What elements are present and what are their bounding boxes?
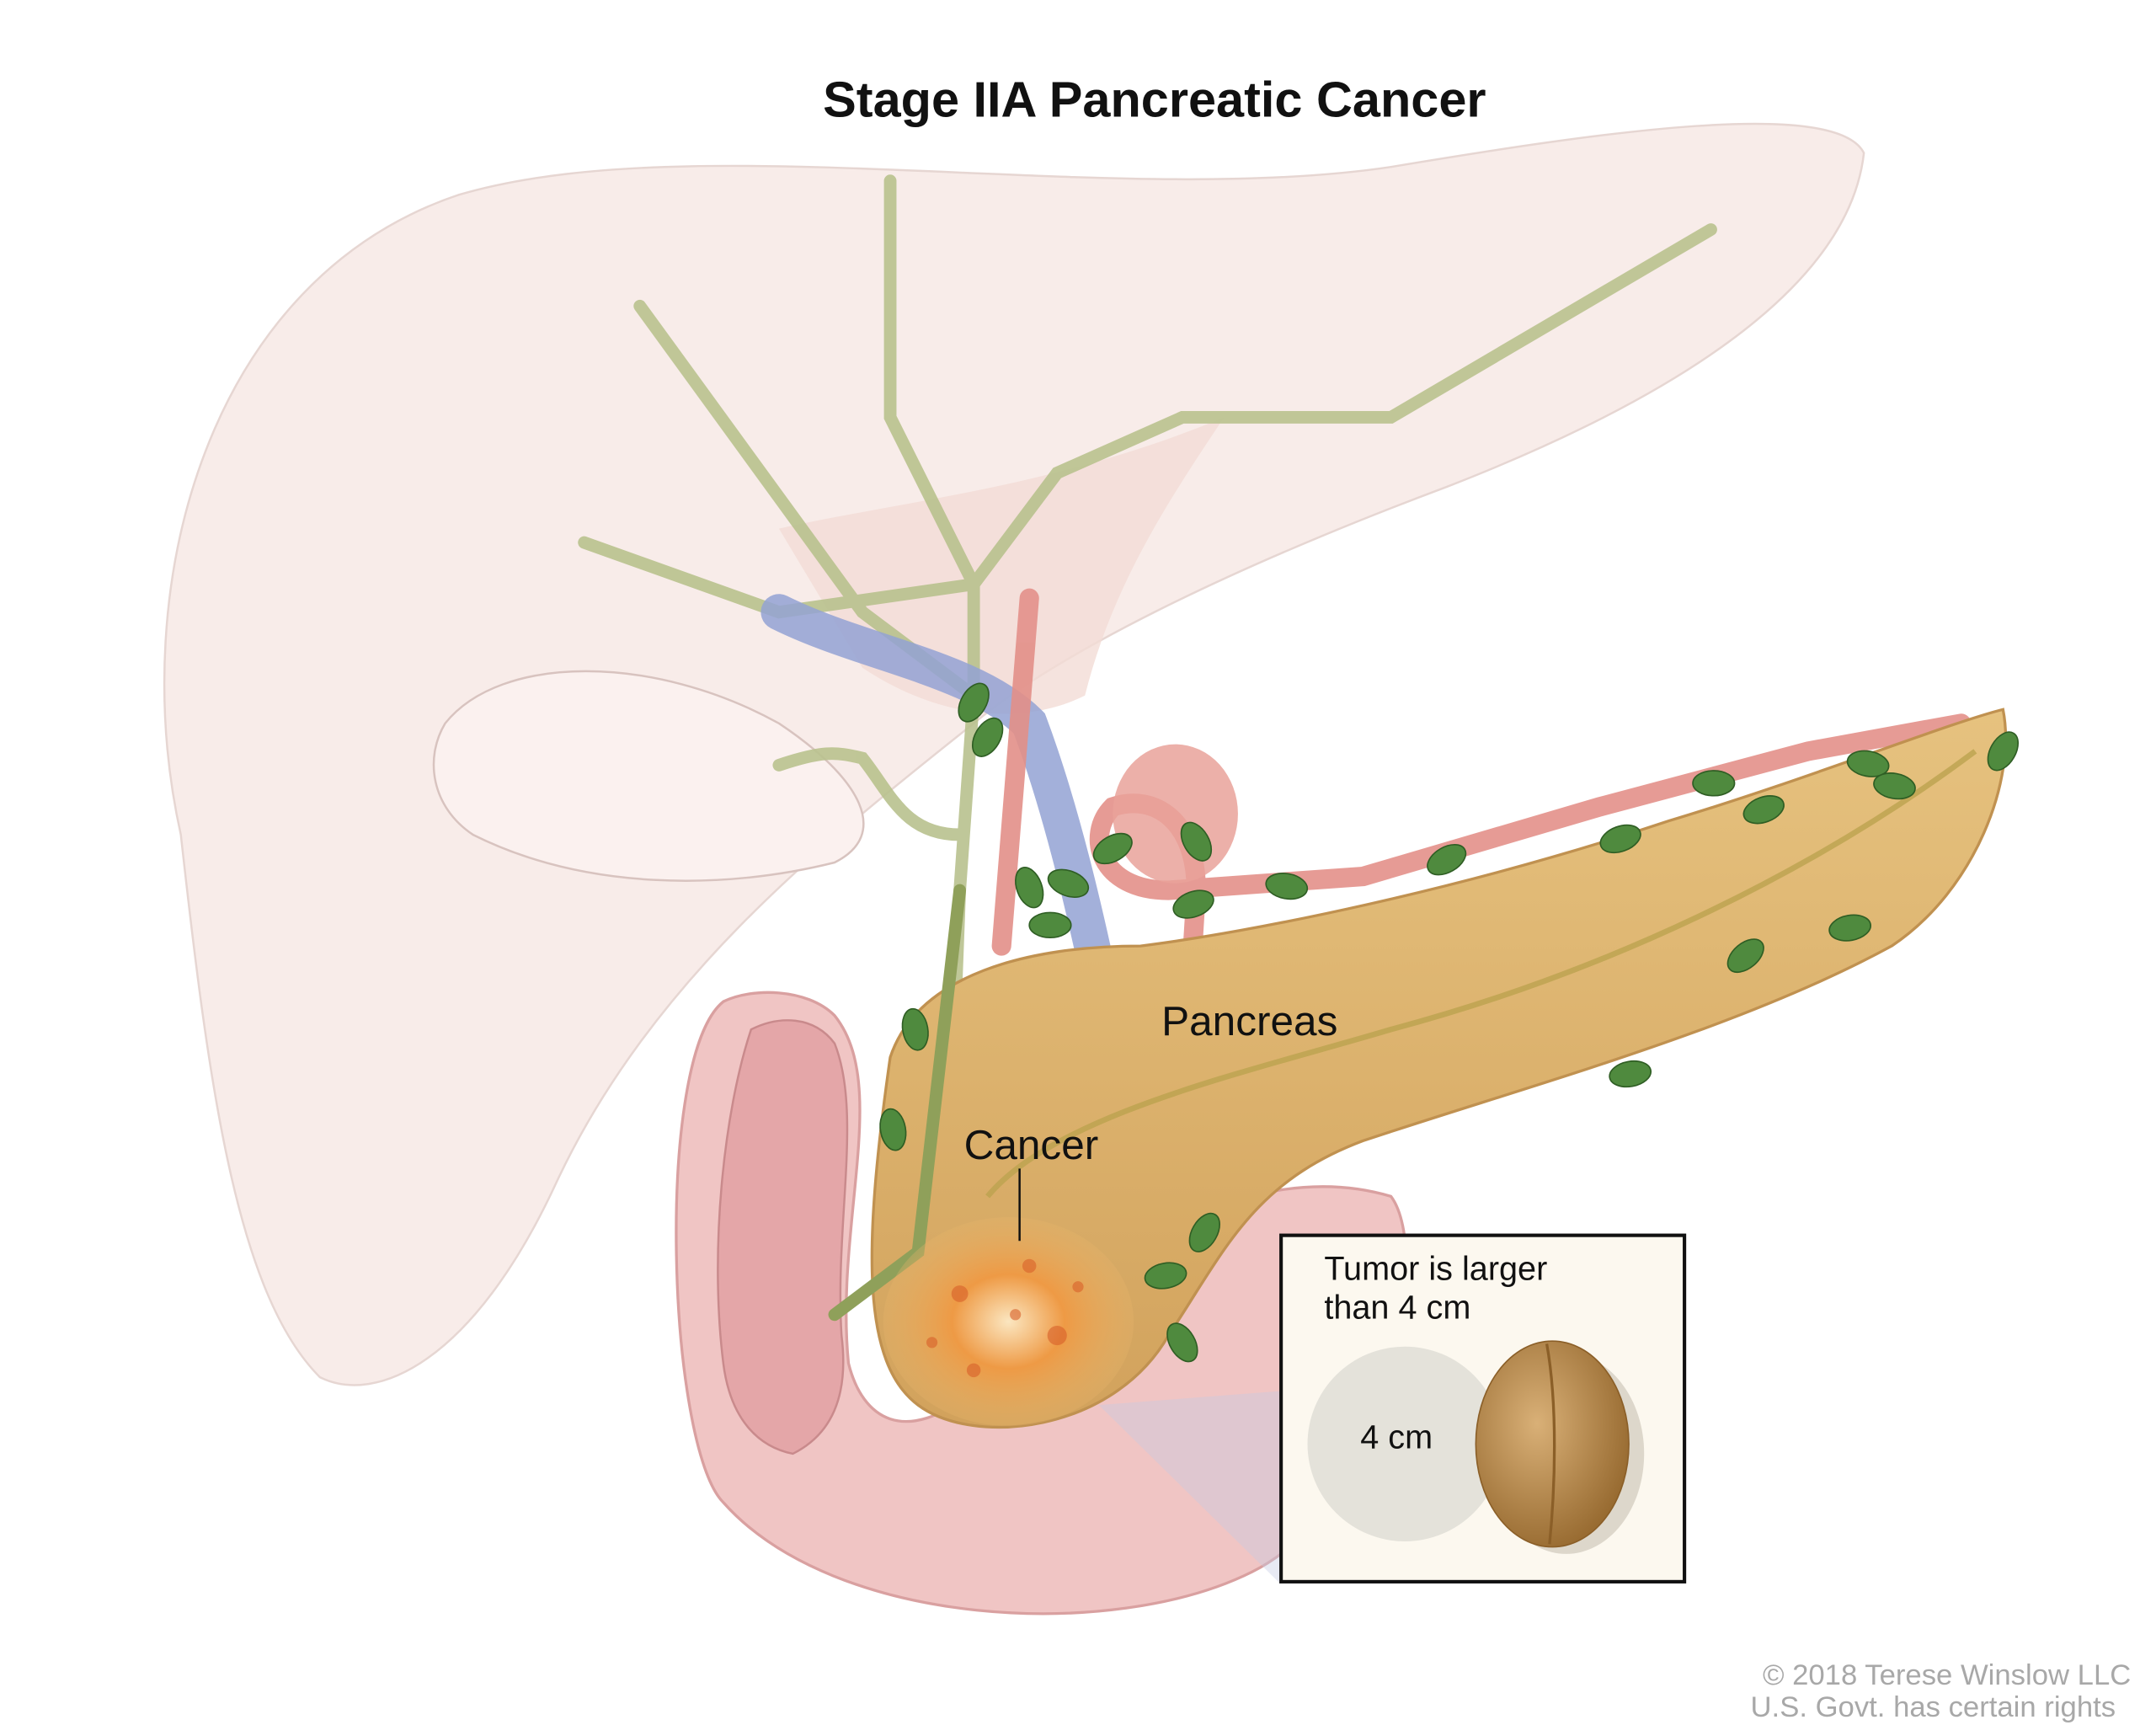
bile-ducts	[578, 174, 1717, 1258]
lymph-node	[1028, 911, 1072, 939]
walnut	[1475, 1340, 1630, 1548]
lymph-node	[1846, 750, 1890, 777]
four-cm-label: 4 cm	[1360, 1418, 1433, 1455]
lymph-node	[1172, 889, 1214, 919]
pancreatic-duct	[985, 749, 1977, 1199]
inset-pointer	[1098, 1391, 1280, 1583]
lymph-node	[1166, 1322, 1198, 1363]
tumor	[883, 1217, 1134, 1426]
stomach	[432, 670, 865, 882]
lymph-node	[1742, 795, 1785, 825]
lymph-node	[1427, 844, 1467, 876]
copyright-line2: U.S. Govt. has certain rights	[1751, 1691, 2116, 1723]
aorta-top	[1113, 744, 1238, 884]
liver	[163, 122, 1865, 1386]
lymph-node	[1987, 731, 2020, 772]
lymph-node	[1188, 1212, 1220, 1252]
lymph-node	[1047, 868, 1090, 898]
pancreas	[870, 708, 2008, 1429]
size-comparison-inset: Tumor is larger than 4 cm 4 cm	[1279, 1233, 1687, 1583]
lymph-node	[1692, 770, 1736, 797]
page-title: Stage IIA Pancreatic Cancer	[823, 72, 1486, 128]
label-pancreas: Pancreas	[1161, 998, 1337, 1044]
four-cm-circle	[1307, 1346, 1502, 1541]
lymph-node	[1609, 1060, 1652, 1088]
inset-caption-line2: than 4 cm	[1324, 1290, 1470, 1327]
inset-caption-line1: Tumor is larger	[1324, 1250, 1547, 1287]
duodenum-folds	[717, 1019, 849, 1455]
copyright-line1: © 2018 Terese Winslow LLC	[1763, 1659, 2131, 1691]
lymph-nodes	[879, 682, 2020, 1363]
lymph-node	[1265, 872, 1309, 900]
tumor-texture	[926, 1258, 1084, 1378]
duodenum	[675, 991, 1408, 1616]
lymph-node	[901, 1007, 929, 1051]
lymph-node	[1015, 867, 1044, 909]
label-cancer: Cancer	[964, 1122, 1099, 1168]
lymph-node	[1144, 1262, 1187, 1290]
lymph-node	[971, 717, 1004, 757]
lymph-node	[1873, 772, 1916, 800]
walnut-seam	[1545, 1343, 1556, 1545]
lymph-node	[1828, 914, 1872, 942]
lymph-node	[1092, 832, 1133, 865]
lymph-node	[958, 682, 990, 723]
lymph-node	[1726, 938, 1764, 974]
lymph-node	[879, 1108, 907, 1151]
lymph-node	[1180, 821, 1213, 862]
lymph-node	[1599, 824, 1641, 854]
